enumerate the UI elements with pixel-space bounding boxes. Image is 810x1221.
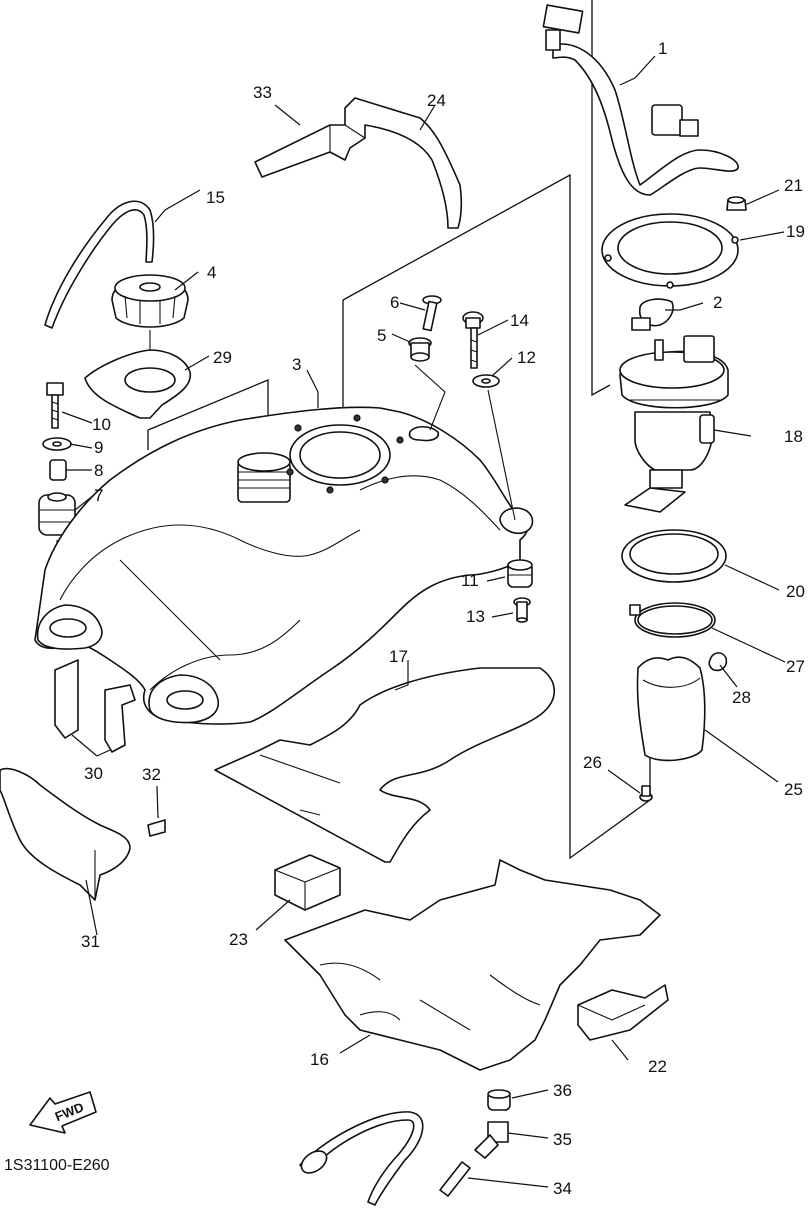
washer-9 <box>42 437 72 451</box>
callout-18: 18 <box>784 427 803 446</box>
callout-26: 26 <box>583 753 602 772</box>
washer-12 <box>472 374 500 388</box>
tray-16 <box>284 859 661 1071</box>
callout-34: 34 <box>553 1179 572 1198</box>
leader-lines <box>61 55 786 1188</box>
relay-22 <box>577 984 669 1041</box>
hose-clip-2 <box>631 298 674 331</box>
callout-32: 32 <box>142 765 161 784</box>
callout-23: 23 <box>229 930 248 949</box>
fuel-cap-4 <box>111 274 189 360</box>
callout-19: 19 <box>786 222 805 241</box>
sheet-17 <box>214 667 555 863</box>
damper-30 <box>54 659 136 753</box>
callout-16: 16 <box>310 1050 329 1069</box>
callout-13: 13 <box>466 607 485 626</box>
callout-12: 12 <box>517 348 536 367</box>
callout-35: 35 <box>553 1130 572 1149</box>
o-ring-20 <box>621 529 727 583</box>
pump-group-frame <box>342 173 651 860</box>
fwd-arrow-icon: FWD <box>29 1091 97 1134</box>
damper-7 <box>38 492 76 536</box>
collar-13 <box>513 597 531 623</box>
callout-30: 30 <box>84 764 103 783</box>
callout-27: 27 <box>786 657 805 676</box>
callout-11: 11 <box>461 571 479 590</box>
callout-17: 17 <box>389 647 408 666</box>
clip-28 <box>708 652 728 672</box>
bolt-10 <box>46 382 64 429</box>
callout-9: 9 <box>94 438 103 457</box>
callout-36: 36 <box>553 1081 572 1100</box>
callout-3: 3 <box>292 355 301 374</box>
collar-8 <box>49 459 67 481</box>
bolt-14 <box>462 311 484 369</box>
callout-1: 1 <box>658 39 667 58</box>
callout-24: 24 <box>427 91 446 110</box>
callout-28: 28 <box>732 688 751 707</box>
callout-4: 4 <box>207 263 216 282</box>
bracket-33-24 <box>254 97 463 229</box>
callout-21: 21 <box>784 176 803 195</box>
grommet-36 <box>487 1089 511 1111</box>
callout-8: 8 <box>94 461 103 480</box>
filter-25 <box>636 656 706 762</box>
callout-14: 14 <box>510 311 529 330</box>
callout-22: 22 <box>648 1057 667 1076</box>
grommet-5 <box>408 337 432 362</box>
callout-6: 6 <box>390 293 399 312</box>
diagram-ref-code: 1S31100-E260 <box>4 1157 110 1174</box>
grommet-26 <box>639 785 653 802</box>
callout-15: 15 <box>206 188 225 207</box>
nut-21 <box>726 196 747 211</box>
callout-2: 2 <box>713 293 722 312</box>
callout-25: 25 <box>784 780 803 799</box>
fuel-pump-18 <box>619 335 729 513</box>
fitting-35 <box>474 1121 509 1159</box>
breather-hose-15 <box>44 200 155 329</box>
fuel-tank-3 <box>34 406 534 725</box>
fuel-hose-1 <box>542 4 739 196</box>
callout-10: 10 <box>92 415 111 434</box>
callout-20: 20 <box>786 582 805 601</box>
plate-19 <box>601 213 739 289</box>
relay-23 <box>274 854 341 911</box>
screw-6 <box>422 295 442 332</box>
callout-5: 5 <box>377 326 386 345</box>
cover-31 <box>0 767 131 901</box>
damper-11 <box>507 559 533 588</box>
clamp-27 <box>629 602 716 638</box>
clip-32 <box>147 819 166 837</box>
hose-34 <box>299 1111 471 1206</box>
pad-29 <box>84 349 192 419</box>
callouts: 1 2 3 4 5 6 7 8 9 10 11 12 13 14 15 16 1… <box>81 39 805 1198</box>
callout-29: 29 <box>213 348 232 367</box>
callout-7: 7 <box>94 486 103 505</box>
callout-33: 33 <box>253 83 272 102</box>
callout-31: 31 <box>81 932 100 951</box>
